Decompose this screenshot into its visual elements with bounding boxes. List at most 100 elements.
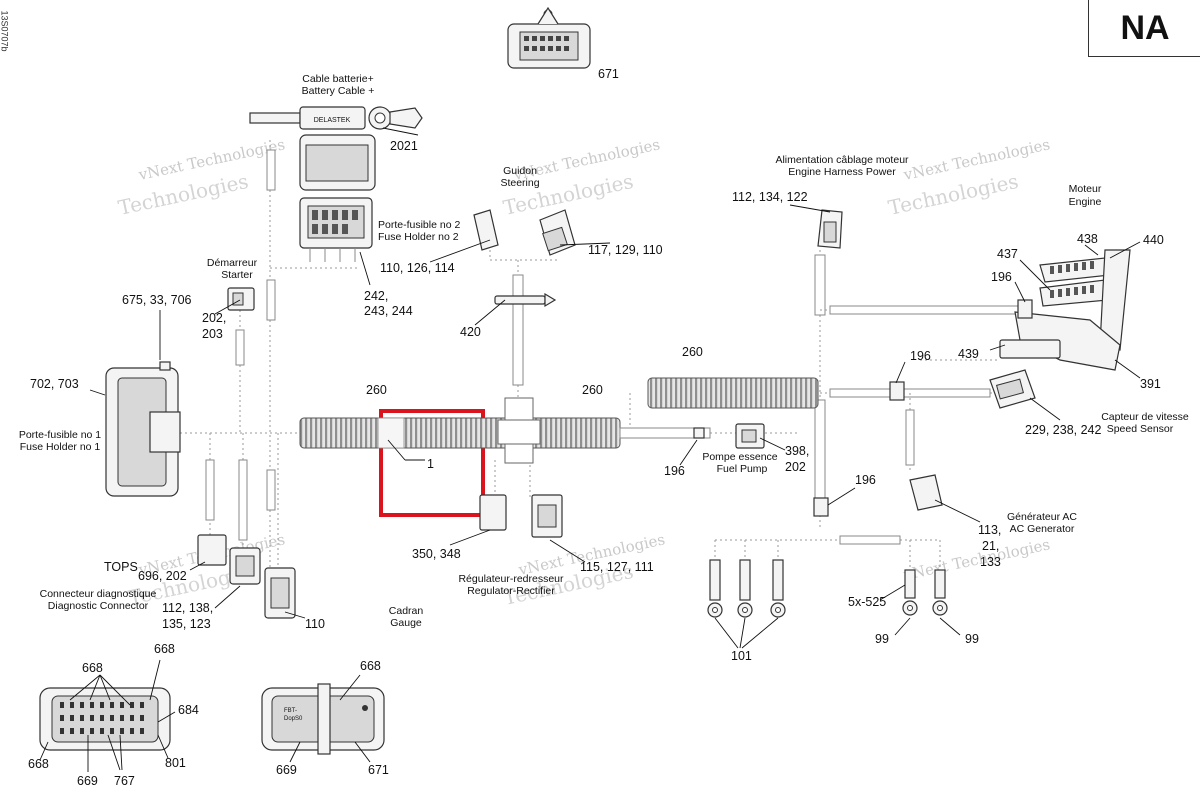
watermark-text: Technologies	[116, 169, 250, 220]
callout-671-top: 671	[598, 67, 619, 81]
clip-196	[889, 381, 905, 401]
label-engine-harness-fr: Alimentation câblage moteur	[775, 154, 909, 166]
label-regulator-en: Regulator-Rectifier	[467, 585, 555, 597]
label-battery-cable-en: Battery Cable +	[302, 85, 375, 97]
callout-5x-525: 5x-525	[848, 595, 886, 609]
diagnostic-connector	[229, 547, 261, 585]
label-engine-harness-en: Engine Harness Power	[788, 166, 896, 178]
callout-135-123: 135, 123	[162, 617, 211, 631]
callout-438: 438	[1077, 232, 1098, 246]
label-fuse-holder-1-fr: Porte-fusible no 1	[19, 429, 101, 441]
label-steering-en: Steering	[500, 177, 539, 189]
corrugated-conduit	[299, 377, 819, 464]
label-ac-generator-fr: Générateur AC	[1007, 511, 1077, 523]
callout-696-202: 696, 202	[138, 569, 187, 583]
callout-196-mid: 196	[910, 349, 931, 363]
callout-99-a: 99	[875, 632, 889, 646]
label-speed-sensor-fr: Capteur de vitesse	[1101, 411, 1189, 423]
callout-684: 684	[178, 703, 199, 717]
connector-tag: DopS0	[284, 716, 303, 722]
callout-21: 21,	[982, 539, 999, 553]
gauge-connector-detail: FBT- DopS0	[261, 683, 385, 755]
connector-tag: FBT-	[284, 708, 297, 714]
fuel-pump-connector	[693, 423, 765, 449]
callout-668-c: 668	[28, 757, 49, 771]
callout-113: 113,	[978, 523, 1001, 537]
label-starter-en: Starter	[221, 269, 253, 281]
callout-260-center: 260	[582, 383, 603, 397]
label-engine-fr: Moteur	[1069, 183, 1102, 195]
ecu-connector-detail	[39, 687, 171, 751]
label-battery-cable-fr: Cable batterie+	[302, 73, 374, 85]
callout-2021: 2021	[390, 139, 418, 153]
callout-196-pump: 196	[664, 464, 685, 478]
label-fuse-holder-1-en: Fuse Holder no 1	[20, 441, 101, 453]
callout-669-b: 669	[276, 763, 297, 777]
ring-terminals-101	[707, 559, 786, 618]
label-regulator-fr: Régulateur-redresseur	[458, 573, 564, 585]
tops-connector	[197, 534, 227, 566]
label-fuel-pump-fr: Pompe essence	[702, 451, 777, 463]
callout-117-129-110: 117, 129, 110	[588, 243, 663, 257]
callout-196-engine: 196	[991, 270, 1012, 284]
label-engine-en: Engine	[1069, 196, 1102, 208]
brand-label: DELASTEK	[314, 117, 351, 124]
connector-110-bottom	[264, 567, 296, 619]
regulator-connector-a	[479, 494, 507, 531]
callout-101: 101	[731, 649, 752, 663]
region-badge: NA	[1088, 0, 1200, 57]
label-fuel-pump-en: Fuel Pump	[717, 463, 768, 475]
steering-connector-large	[539, 209, 576, 256]
callout-440: 440	[1143, 233, 1164, 247]
steering-connector-small	[473, 209, 499, 251]
callout-801: 801	[165, 756, 186, 770]
watermark-text: vNext Technologies	[901, 535, 1051, 584]
wire-runs	[180, 140, 1021, 620]
callout-767: 767	[114, 774, 135, 788]
callout-110-126-114: 110, 126, 114	[380, 261, 455, 275]
label-gauge-en: Gauge	[390, 617, 422, 629]
callout-242: 242,	[364, 289, 388, 303]
callout-1: 1	[427, 457, 434, 471]
callout-115-127-111: 115, 127, 111	[580, 560, 654, 574]
callout-133: 133	[980, 555, 1001, 569]
diagram-labels: Cable batterie+ Battery Cable + Porte-fu…	[19, 73, 1189, 629]
leader-lines	[39, 127, 1141, 772]
callout-203: 203	[202, 327, 223, 341]
callout-439: 439	[958, 347, 979, 361]
clip-196	[813, 497, 829, 517]
fuse-holder-2	[299, 197, 373, 262]
selection-highlight-box	[379, 409, 485, 517]
callout-437: 437	[997, 247, 1018, 261]
callout-202-pump: 202	[785, 460, 806, 474]
battery-terminal-housing	[299, 134, 376, 191]
speed-sensor-connector	[989, 369, 1036, 409]
clip-196	[1017, 299, 1033, 319]
watermarks: vNext Technologies Technologies vNext Te…	[116, 135, 1052, 610]
callout-numbers: 671 2021 110, 126, 114 117, 129, 110 112…	[28, 67, 1164, 788]
regulator-connector-b	[531, 494, 563, 538]
label-fuse-holder-2-en: Fuse Holder no 2	[378, 231, 459, 243]
callout-202: 202,	[202, 311, 226, 325]
callout-260-left: 260	[366, 383, 387, 397]
callout-112-134-122: 112, 134, 122	[732, 190, 808, 204]
callout-668-d: 668	[360, 659, 381, 673]
label-gauge-fr: Cadran	[389, 605, 424, 617]
engine-connector-assembly	[999, 249, 1131, 371]
starter-connector	[227, 287, 255, 311]
battery-cable: DELASTEK	[249, 106, 423, 130]
label-tops: TOPS	[104, 560, 138, 574]
callout-668-b: 668	[154, 642, 175, 656]
ring-terminals-99	[902, 569, 948, 616]
fuse-holder-1	[105, 361, 181, 497]
grommet-420	[494, 292, 557, 308]
connector-671-top	[507, 6, 591, 69]
callout-243-244: 243, 244	[364, 304, 413, 318]
callout-110-low: 110	[305, 617, 325, 631]
engine-harness-power-connector	[817, 209, 843, 249]
callout-350-348: 350, 348	[412, 547, 461, 561]
label-diagnostic-fr: Connecteur diagnostique	[40, 588, 157, 600]
callout-398: 398,	[785, 444, 809, 458]
label-starter-fr: Démarreur	[207, 257, 258, 269]
